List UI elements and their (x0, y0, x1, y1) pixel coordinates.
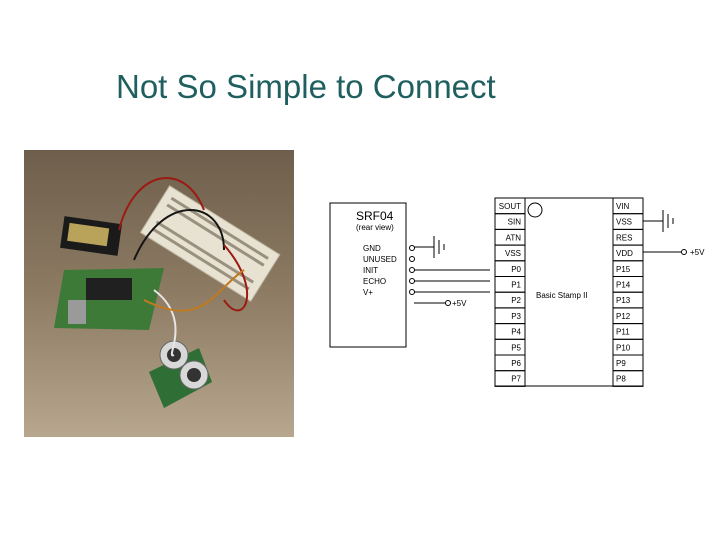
stamp-pin-label: P15 (616, 265, 631, 274)
stamp-pin-label: P10 (616, 343, 631, 352)
stamp-pin-label: RES (616, 233, 632, 242)
stamp-pin-cell (494, 370, 526, 387)
ultrasonic-sensor (149, 340, 212, 408)
stamp-pin-label: P14 (616, 281, 631, 290)
stamp-pin-label: P4 (511, 328, 521, 337)
stamp-pin-label: P7 (511, 375, 521, 384)
srf04-subtitle: (rear view) (356, 223, 394, 232)
stamp-pin-label: P6 (511, 359, 521, 368)
srf04-box (329, 202, 407, 348)
battery-icon (60, 216, 122, 256)
power-label-right: +5V (690, 248, 705, 257)
stamp-pin-cell (612, 370, 644, 387)
srf04-pin-label: ECHO (363, 277, 386, 286)
power-label-left: +5V (452, 299, 467, 308)
stamp-label: Basic Stamp II (536, 291, 588, 300)
srf04-name: SRF04 (356, 209, 394, 223)
srf04-pin-terminal (409, 256, 415, 262)
srf04-pin-label: GND (363, 244, 381, 253)
stamp-pin-label: P5 (511, 343, 521, 352)
stamp-pin-label: P11 (616, 328, 630, 337)
srf04-pin-label: UNUSED (363, 255, 397, 264)
stamp-pin-label: P13 (616, 296, 631, 305)
stamp-pin-label: VSS (616, 218, 632, 227)
srf04-pin-terminal (409, 245, 415, 251)
wiring-schematic: SRF04 (rear view) GND UNUSED INIT ECHO V+ +5… (329, 197, 705, 387)
stamp-orientation-mark (527, 202, 543, 218)
stamp-pin-label: P12 (616, 312, 631, 321)
stamp-pin-label: P3 (511, 312, 521, 321)
stamp-pin-label: VSS (505, 249, 521, 258)
srf04-pin-list: GND UNUSED INIT ECHO V+ (363, 244, 415, 297)
ground-symbol-right (643, 210, 681, 253)
stamp-pin-label: P0 (511, 265, 521, 274)
srf04-pin-terminal (409, 267, 415, 273)
power-terminal-left (445, 300, 451, 306)
slide-title: Not So Simple to Connect (116, 68, 496, 105)
stamp-board (54, 268, 164, 330)
stamp-pin-label: ATN (506, 233, 522, 242)
srf04-pin-label: V+ (363, 288, 373, 297)
srf04-pin-label: INIT (363, 266, 378, 275)
stamp-pin-label: P2 (511, 296, 521, 305)
breadboard-circuit-photo (24, 150, 294, 437)
power-terminal-right (681, 249, 687, 255)
stamp-pin-label: P8 (616, 375, 626, 384)
srf04-pin-terminal (409, 289, 415, 295)
srf04-pin-terminal (409, 278, 415, 284)
stamp-pin-label: SOUT (499, 202, 521, 211)
stamp-pin-label: VIN (616, 202, 630, 211)
stamp-pin-label: SIN (508, 218, 522, 227)
stamp-pin-label: P9 (616, 359, 626, 368)
stamp-pin-label: VDD (616, 249, 633, 258)
stamp-pin-label: P1 (511, 281, 521, 290)
ground-symbol-left (414, 236, 490, 304)
